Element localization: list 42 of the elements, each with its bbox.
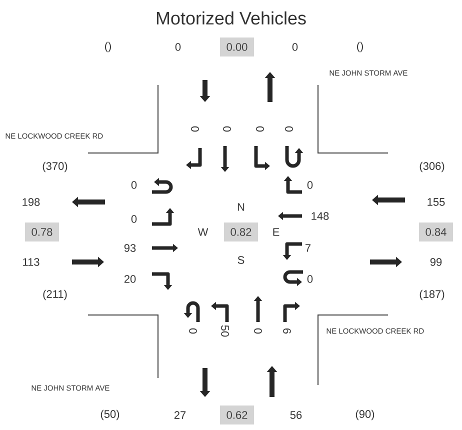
count-label: 20 xyxy=(124,275,136,283)
count-label: 0 xyxy=(285,126,293,132)
count-label: 50 xyxy=(221,325,229,337)
count-label: 6 xyxy=(283,328,291,334)
count-label: () xyxy=(105,42,111,52)
count-label: (90) xyxy=(356,410,374,420)
title: Motorized Vehicles xyxy=(156,11,306,25)
factor-box: 0.82 xyxy=(224,222,258,242)
count-label: 155 xyxy=(428,198,445,206)
factor-box: 0.78 xyxy=(25,222,59,242)
count-label: (370) xyxy=(42,162,68,172)
count-label: 0 xyxy=(175,43,181,51)
count-label: 99 xyxy=(430,258,442,266)
count-label: 0 xyxy=(131,215,137,223)
compass-letter: N xyxy=(238,203,244,211)
count-label: 27 xyxy=(174,411,186,419)
count-label: 0 xyxy=(307,275,313,283)
count-label: (306) xyxy=(420,162,444,172)
count-label: 198 xyxy=(22,198,40,206)
count-label: () xyxy=(357,42,363,52)
count-label: 7 xyxy=(306,244,311,252)
count-label: 56 xyxy=(290,411,302,419)
compass-letter: S xyxy=(238,256,244,264)
count-label: (187) xyxy=(420,290,444,300)
count-label: 113 xyxy=(23,258,40,266)
factor-box: 0.00 xyxy=(220,38,254,56)
count-label: 148 xyxy=(312,212,329,220)
count-label: 0 xyxy=(131,181,137,189)
count-label: (211) xyxy=(43,290,67,300)
count-label: 0 xyxy=(223,126,231,132)
count-label: 0 xyxy=(189,328,197,334)
compass-letter: W xyxy=(198,228,208,236)
count-label: 0 xyxy=(292,43,298,51)
count-label: 0 xyxy=(307,181,313,189)
count-label: (50) xyxy=(100,410,120,420)
factor-box: 0.84 xyxy=(419,222,453,242)
count-label: 0 xyxy=(254,328,262,334)
compass-letter: E xyxy=(273,228,280,236)
count-label: 0 xyxy=(191,126,199,132)
count-label: 0 xyxy=(256,126,264,132)
factor-box: 0.62 xyxy=(220,406,254,424)
count-label: 93 xyxy=(124,244,136,252)
